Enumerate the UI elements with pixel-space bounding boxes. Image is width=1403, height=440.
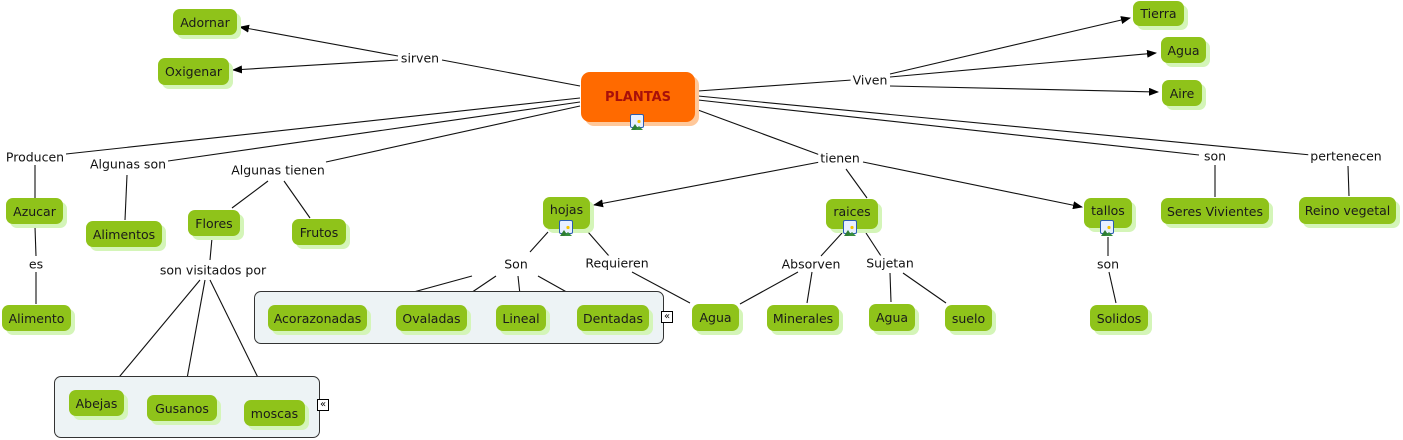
link-viven[interactable]: Viven: [850, 72, 890, 88]
link-sujetan[interactable]: Sujetan: [864, 255, 916, 271]
concept-tallos[interactable]: tallos: [1084, 198, 1132, 228]
concept-raices[interactable]: raices: [826, 199, 878, 229]
concept-tierra[interactable]: Tierra: [1133, 1, 1184, 26]
link-tienen[interactable]: tienen: [818, 150, 862, 166]
edge-tienen-raices: [845, 168, 868, 199]
link-es[interactable]: es: [26, 256, 46, 272]
concept-agua-sujetan[interactable]: Agua: [869, 304, 915, 331]
concept-frutos[interactable]: Frutos: [292, 219, 346, 245]
concept-agua-requieren[interactable]: Agua: [692, 304, 739, 331]
edge-algunas-tienen-flores: [231, 180, 269, 209]
edge-flores-visitados: [209, 237, 213, 261]
edge-sujetan-suelo: [902, 272, 947, 304]
concept-gusanos[interactable]: Gusanos: [147, 395, 217, 421]
link-son-hojas[interactable]: Son: [502, 256, 530, 272]
edge-sujetan-agua: [889, 272, 892, 303]
edge-pertenecen-reino: [1347, 165, 1350, 197]
raices-image-resource-icon[interactable]: [843, 220, 857, 236]
edge-algunas-tienen-frutos: [283, 180, 311, 219]
concept-azucar[interactable]: Azucar: [6, 198, 63, 224]
concept-abejas[interactable]: Abejas: [69, 390, 124, 416]
concept-dentadas[interactable]: Dentadas: [577, 305, 649, 331]
link-pertenecen[interactable]: pertenecen: [1308, 148, 1384, 164]
edge-requieren-agua: [631, 271, 691, 304]
edge-plantas-tienen: [697, 109, 821, 156]
link-algunas-tienen[interactable]: Algunas tienen: [229, 162, 327, 178]
link-producen[interactable]: Producen: [3, 149, 67, 165]
edge-raices-sujetan: [865, 232, 882, 257]
concept-moscas[interactable]: moscas: [244, 400, 305, 426]
edge-plantas-viven: [697, 79, 853, 92]
concept-aire[interactable]: Aire: [1162, 80, 1202, 106]
root-label: PLANTAS: [604, 89, 672, 105]
collapse-leaf-shapes-button[interactable]: «: [661, 311, 673, 323]
edge-visitados-abejas: [109, 279, 201, 389]
concept-adornar[interactable]: Adornar: [173, 9, 237, 35]
edge-plantas-producen: [65, 97, 581, 155]
edge-son-solidos: [1108, 271, 1117, 304]
link-son-visitados-por[interactable]: son visitados por: [157, 262, 269, 278]
edge-azucar-es: [34, 226, 37, 257]
concept-reino-vegetal[interactable]: Reino vegetal: [1299, 197, 1396, 224]
edge-viven-tierra: [889, 16, 1131, 75]
concept-acorazonadas[interactable]: Acorazonadas: [268, 305, 367, 331]
edge-absorven-minerales: [806, 271, 813, 304]
concept-alimento[interactable]: Alimento: [2, 305, 71, 331]
hojas-image-resource-icon[interactable]: [559, 220, 573, 236]
concept-minerales[interactable]: Minerales: [767, 305, 839, 331]
edge-plantas-son: [697, 99, 1200, 156]
link-algunas-son[interactable]: Algunas son: [87, 156, 169, 172]
link-sirven[interactable]: sirven: [398, 50, 442, 66]
concept-ovaladas[interactable]: Ovaladas: [396, 305, 467, 331]
edge-tienen-tallos: [862, 161, 1083, 210]
edge-sirven-oxigenar: [232, 59, 399, 74]
image-resource-icon[interactable]: [630, 114, 644, 130]
tallos-image-resource-icon[interactable]: [1100, 220, 1114, 236]
edge-viven-agua: [889, 49, 1157, 78]
edge-raices-absorven: [820, 232, 843, 257]
edge-sirven-adornar: [239, 24, 399, 57]
concept-flores[interactable]: Flores: [188, 210, 240, 236]
concept-agua-viven[interactable]: Agua: [1161, 37, 1206, 63]
tallos-label: tallos: [1091, 203, 1125, 218]
concept-solidos[interactable]: Solidos: [1090, 305, 1148, 331]
edge-tienen-hojas: [593, 161, 821, 208]
edge-plantas-sirven: [441, 59, 581, 87]
edge-plantas-pertenecen: [697, 95, 1312, 156]
edge-hojas-son: [529, 231, 549, 253]
edge-visitados-gusanos: [183, 279, 206, 396]
hojas-label: hojas: [549, 202, 584, 217]
edge-plantas-algunas-tienen: [325, 105, 581, 163]
edge-absorven-agua: [739, 271, 799, 305]
concept-oxigenar[interactable]: Oxigenar: [158, 58, 229, 85]
edge-algunas-son-alimentos: [124, 174, 128, 221]
raices-label: raices: [833, 204, 871, 219]
link-requieren[interactable]: Requieren: [583, 255, 651, 271]
concept-suelo[interactable]: suelo: [945, 305, 992, 331]
concept-lineal[interactable]: Lineal: [496, 305, 546, 331]
edge-plantas-algunas-son: [167, 101, 581, 162]
edge-viven-aire: [889, 85, 1159, 96]
link-son-seres[interactable]: son: [1201, 148, 1229, 164]
concept-root-plantas[interactable]: PLANTAS: [581, 72, 695, 122]
link-son-tallos[interactable]: son: [1094, 256, 1122, 272]
concept-seres-vivientes[interactable]: Seres Vivientes: [1161, 198, 1269, 224]
concept-alimentos[interactable]: Alimentos: [86, 221, 162, 247]
edge-hojas-requieren: [587, 231, 610, 257]
link-absorven[interactable]: Absorven: [779, 256, 843, 272]
collapse-flower-visitors-button[interactable]: «: [317, 399, 329, 411]
